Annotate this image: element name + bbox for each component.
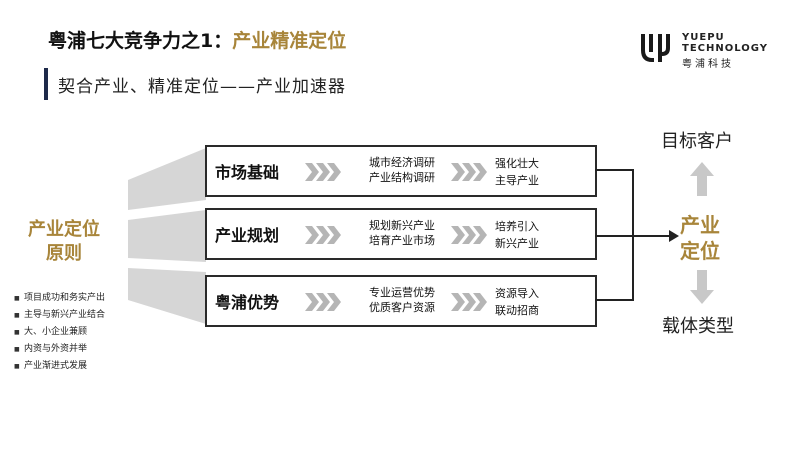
logo-mark-icon bbox=[641, 34, 670, 62]
chevron-arrows-icon bbox=[305, 293, 341, 311]
row-right-line2: 联动招商 bbox=[495, 304, 539, 317]
row-mid-line2: 优质客户资源 bbox=[369, 301, 435, 314]
list-item: 产业渐进式发展 bbox=[14, 358, 105, 375]
row-mid-text: 专业运营优势 优质客户资源 bbox=[357, 285, 447, 315]
subtitle: 契合产业、精准定位——产业加速器 bbox=[58, 77, 346, 97]
row-industry-planning: 产业规划 规划新兴产业 培育产业市场 培养引入 新兴产业 bbox=[205, 208, 597, 260]
perspective-shapes bbox=[128, 148, 206, 324]
principle-heading-line2: 原则 bbox=[46, 243, 82, 264]
arrow-right-icon bbox=[669, 230, 679, 242]
title-prefix: 粤浦七大竞争力之1： bbox=[48, 30, 233, 52]
row-mid-line2: 培育产业市场 bbox=[369, 234, 435, 247]
arrow-down-icon bbox=[690, 270, 714, 304]
connector-bracket bbox=[595, 169, 679, 301]
row-right-line1: 资源导入 bbox=[495, 287, 539, 300]
row-right-line1: 培养引入 bbox=[495, 220, 539, 233]
row-mid-line1: 专业运营优势 bbox=[369, 286, 435, 299]
chevron-arrows-icon bbox=[305, 226, 341, 244]
row-yuepu-advantage: 粤浦优势 专业运营优势 优质客户资源 资源导入 联动招商 bbox=[205, 275, 597, 327]
company-logo: YUEPU TECHNOLOGY 粤浦科技 bbox=[640, 30, 767, 70]
row-mid-text: 规划新兴产业 培育产业市场 bbox=[357, 218, 447, 248]
chevron-arrows-icon bbox=[451, 163, 487, 181]
row-head: 产业规划 bbox=[215, 226, 280, 245]
principle-bullet-list: 项目成功和务实产出 主导与新兴产业结合 大、小企业兼顾 内资与外资并举 产业渐进… bbox=[14, 290, 105, 375]
industry-positioning-line2: 定位 bbox=[680, 239, 720, 263]
carrier-type-label: 载体类型 bbox=[662, 316, 734, 337]
page-title: 粤浦七大竞争力之1：产业精准定位 bbox=[48, 26, 346, 53]
row-right-line1: 强化壮大 bbox=[495, 157, 539, 170]
row-mid-line2: 产业结构调研 bbox=[369, 171, 435, 184]
arrow-up-icon bbox=[690, 162, 714, 196]
target-customer-label: 目标客户 bbox=[661, 131, 733, 152]
perspective-shape-middle bbox=[128, 210, 206, 262]
principle-heading: 产业定位 原则 bbox=[28, 218, 100, 266]
list-item: 内资与外资并举 bbox=[14, 341, 105, 358]
subtitle-accent-bar bbox=[44, 68, 48, 100]
row-right-line2: 新兴产业 bbox=[495, 237, 539, 250]
perspective-shape-top bbox=[128, 148, 206, 210]
logo-text-cn: 粤浦科技 bbox=[682, 59, 734, 70]
title-highlight: 产业精准定位 bbox=[232, 30, 347, 52]
chevron-arrows-icon bbox=[451, 293, 487, 311]
row-head: 市场基础 bbox=[215, 163, 280, 182]
row-right-text: 资源导入 联动招商 bbox=[495, 285, 539, 319]
list-item: 项目成功和务实产出 bbox=[14, 290, 105, 307]
row-mid-line1: 城市经济调研 bbox=[369, 156, 435, 169]
row-right-line2: 主导产业 bbox=[495, 174, 539, 187]
row-right-text: 培养引入 新兴产业 bbox=[495, 218, 539, 252]
row-mid-line1: 规划新兴产业 bbox=[369, 219, 435, 232]
row-right-text: 强化壮大 主导产业 bbox=[495, 155, 539, 189]
industry-positioning-line1: 产业 bbox=[680, 213, 720, 237]
chevron-arrows-icon bbox=[451, 226, 487, 244]
list-item: 主导与新兴产业结合 bbox=[14, 307, 105, 324]
logo-text-line2: TECHNOLOGY bbox=[682, 43, 768, 54]
perspective-shape-bottom bbox=[128, 268, 206, 324]
logo-text-line1: YUEPU bbox=[682, 32, 725, 43]
row-mid-text: 城市经济调研 产业结构调研 bbox=[357, 155, 447, 185]
row-market-basis: 市场基础 城市经济调研 产业结构调研 强化壮大 主导产业 bbox=[205, 145, 597, 197]
principle-heading-line1: 产业定位 bbox=[28, 219, 100, 240]
chevron-arrows-icon bbox=[305, 163, 341, 181]
industry-positioning-label: 产业 定位 bbox=[680, 212, 720, 264]
row-head: 粤浦优势 bbox=[215, 293, 280, 312]
list-item: 大、小企业兼顾 bbox=[14, 324, 105, 341]
